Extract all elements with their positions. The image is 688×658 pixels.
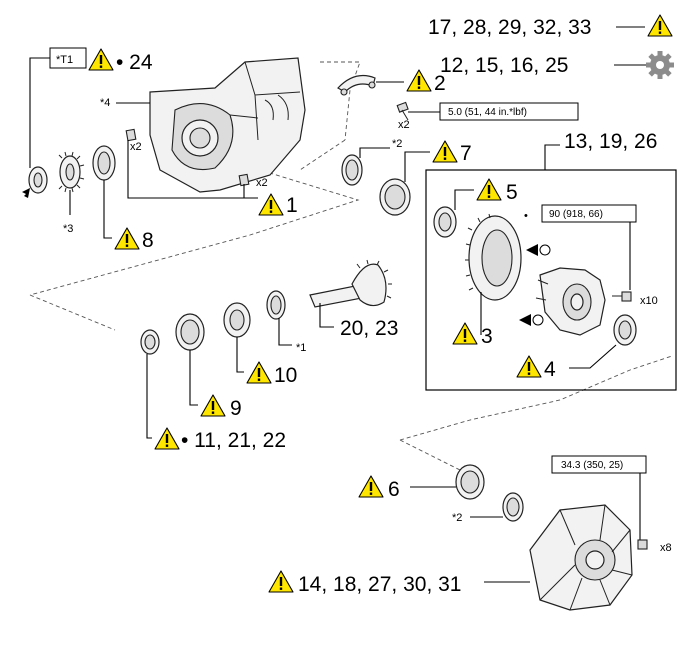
callout-5: 5 bbox=[506, 181, 518, 204]
callout-6: 6 bbox=[388, 478, 400, 501]
part-bearing-race-7 bbox=[379, 178, 411, 216]
warning-triangle-icon bbox=[476, 178, 502, 201]
part-companion-flange bbox=[12, 166, 48, 208]
warning-triangle-icon bbox=[432, 140, 458, 163]
note-bullet: • bbox=[524, 210, 528, 222]
part-oil-seal-8 bbox=[92, 145, 116, 181]
tool-label-t1: *T1 bbox=[56, 54, 73, 66]
note-x2-c: x2 bbox=[398, 119, 410, 131]
warning-triangle-icon bbox=[246, 361, 272, 384]
note-star4: *4 bbox=[100, 97, 110, 109]
tool-t1-group: *T1 • 24 bbox=[29, 47, 153, 168]
callout-13: 13, 19, 26 bbox=[564, 130, 657, 153]
torque-value-34: 34.3 (350, 25) bbox=[561, 460, 623, 471]
gear-icon bbox=[646, 51, 674, 79]
insertion-arrow-icon bbox=[12, 188, 30, 208]
part-bolt-x8 bbox=[637, 539, 648, 550]
torque-box-34 bbox=[551, 455, 647, 474]
callout-11: • 11, 21, 22 bbox=[181, 429, 286, 452]
warning-triangle-icon bbox=[452, 322, 478, 345]
note-x2-a: x2 bbox=[130, 141, 142, 153]
part-oil-seal-11 bbox=[140, 329, 160, 355]
callout-24: • 24 bbox=[116, 51, 153, 74]
torque-value-5: 5.0 (51, 44 in.*lbf) bbox=[448, 107, 527, 118]
part-carrier-housing bbox=[125, 57, 306, 193]
part-seal-star2 bbox=[341, 154, 363, 186]
note-x10: x10 bbox=[640, 295, 658, 307]
part-differential-cover bbox=[529, 504, 633, 611]
part-washer-star1 bbox=[266, 290, 286, 320]
callout-7: 7 bbox=[460, 142, 472, 165]
callout-9: 9 bbox=[230, 397, 242, 420]
note-star2-b: *2 bbox=[452, 512, 462, 524]
callout-8: 8 bbox=[142, 229, 154, 252]
part-bearing-4 bbox=[613, 314, 637, 346]
warning-triangle-icon bbox=[406, 69, 432, 92]
note-x2-b: x2 bbox=[256, 177, 268, 189]
callout-20: 20, 23 bbox=[340, 317, 398, 340]
part-bolt-x10 bbox=[612, 291, 632, 302]
part-pinion-shaft bbox=[309, 259, 392, 308]
part-gear-small bbox=[58, 151, 85, 193]
note-star2-a: *2 bbox=[392, 138, 402, 150]
part-bolt-small bbox=[396, 101, 409, 121]
legend-row-1: 17, 28, 29, 32, 33 bbox=[428, 14, 673, 39]
warning-triangle-icon bbox=[154, 427, 180, 450]
warning-triangle-icon bbox=[114, 227, 140, 250]
part-bearing-10 bbox=[223, 302, 251, 338]
callout-14: 14, 18, 27, 30, 31 bbox=[298, 573, 461, 596]
torque-box-5 bbox=[439, 102, 579, 121]
warning-triangle-icon bbox=[258, 193, 284, 216]
part-ring-gear-3 bbox=[465, 213, 522, 301]
callout-17: 17, 28, 29, 32, 33 bbox=[428, 16, 591, 39]
callout-3: 3 bbox=[481, 325, 493, 348]
part-differential-case bbox=[519, 244, 606, 336]
warning-triangle-icon bbox=[200, 394, 226, 417]
callout-10: 10 bbox=[274, 364, 297, 387]
callout-2: 2 bbox=[434, 72, 446, 95]
warning-triangle-icon bbox=[358, 475, 384, 498]
note-x8: x8 bbox=[660, 542, 672, 554]
callout-1: 1 bbox=[286, 194, 298, 217]
torque-value-90: 90 (918, 66) bbox=[549, 209, 603, 220]
subassembly-frame bbox=[425, 169, 677, 391]
note-star3: *3 bbox=[63, 223, 73, 235]
group-dashed-lines bbox=[29, 61, 673, 471]
part-bearing-5 bbox=[433, 206, 457, 238]
warning-triangle-icon bbox=[516, 355, 542, 378]
part-bracket-2 bbox=[337, 75, 376, 96]
part-seal-star2-bottom bbox=[502, 492, 524, 522]
warning-triangle-icon bbox=[647, 14, 673, 37]
part-bearing-race-9 bbox=[175, 313, 205, 351]
part-bearing-race-6 bbox=[455, 464, 485, 500]
warning-triangle-icon bbox=[268, 570, 294, 593]
callout-12: 12, 15, 16, 25 bbox=[440, 54, 568, 77]
note-star1: *1 bbox=[296, 342, 306, 354]
warning-triangle-icon bbox=[88, 48, 114, 71]
callout-4: 4 bbox=[544, 358, 556, 381]
legend-row-2: 12, 15, 16, 25 bbox=[440, 51, 674, 79]
torque-box-90 bbox=[541, 204, 637, 223]
